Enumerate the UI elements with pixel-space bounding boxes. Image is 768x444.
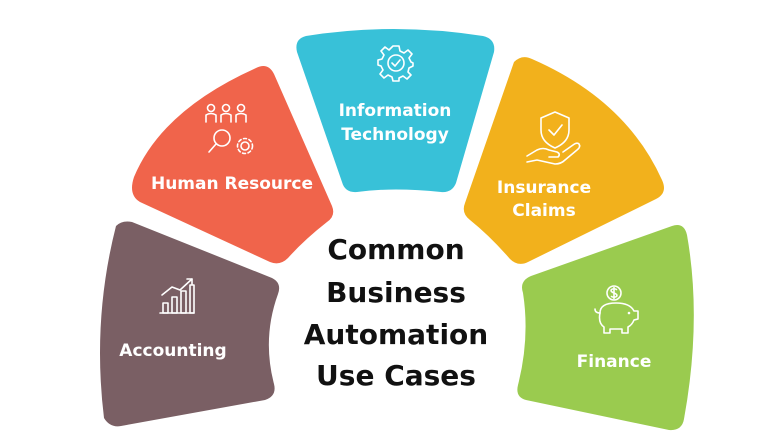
piggy-bank-icon — [594, 285, 639, 334]
growth-chart-icon — [159, 278, 195, 314]
center-title-line4: Use Cases — [316, 359, 476, 392]
segment-human-resource-label: Human Resource — [151, 174, 313, 194]
center-title-line1: Common — [327, 233, 464, 266]
segment-insurance-claims: Insurance Claims — [463, 57, 664, 264]
center-title-line3: Automation — [304, 318, 488, 351]
segment-human-resource: Human Resource — [132, 66, 334, 264]
gear-check-icon — [377, 45, 414, 82]
segment-it-label-line1: Information — [339, 101, 452, 121]
shield-hand-icon — [526, 111, 581, 165]
segment-accounting-label: Accounting — [119, 341, 226, 361]
segment-finance: Finance — [517, 225, 694, 431]
segment-insurance-label-line2: Claims — [512, 201, 575, 221]
segment-it-shape — [296, 29, 495, 193]
segment-insurance-label-line1: Insurance — [497, 178, 591, 198]
center-title-line2: Business — [326, 276, 466, 309]
segment-information-technology: Information Technology — [296, 29, 495, 193]
segment-finance-shape — [517, 225, 694, 431]
segment-accounting-shape — [100, 221, 280, 427]
center-title: Common Business Automation Use Cases — [304, 233, 488, 392]
segment-accounting: Accounting — [100, 221, 280, 427]
segment-it-label-line2: Technology — [341, 125, 449, 145]
segment-finance-label: Finance — [577, 352, 652, 372]
segment-human-resource-shape — [132, 66, 334, 264]
team-search-icon — [205, 103, 254, 155]
